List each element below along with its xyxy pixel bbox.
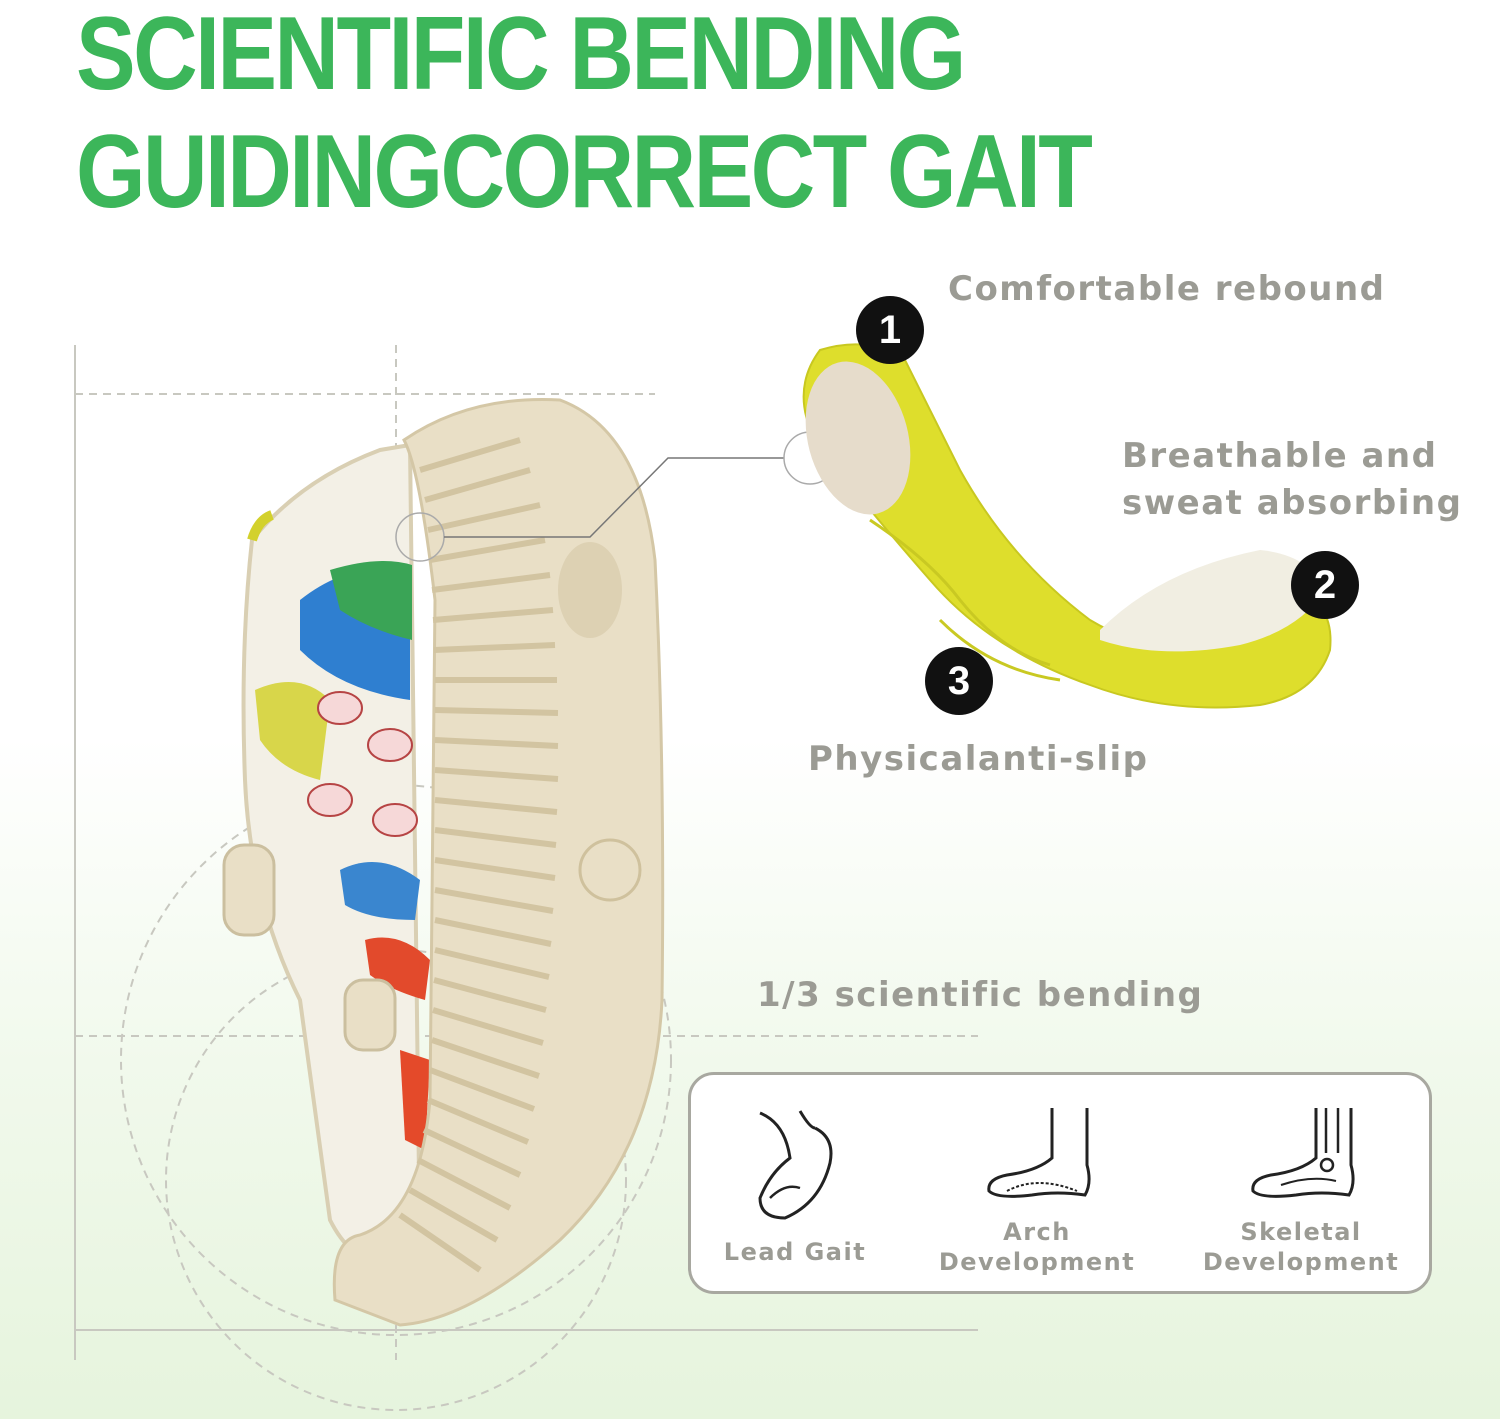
- feature-label-breathable-line-1: Breathable and: [1122, 436, 1438, 476]
- foot-gait-icon: [758, 1110, 833, 1220]
- benefit-label-skeletal-line-1: Skeletal: [1240, 1218, 1362, 1246]
- benefit-label-arch-line-2: Development: [938, 1248, 1136, 1276]
- shoe-sole: [332, 398, 665, 1327]
- benefit-label-lead-gait: Lead Gait: [723, 1238, 867, 1266]
- shoe-upper: [222, 442, 430, 1267]
- feature-label-anti-slip: Physicalanti-slip: [808, 739, 1149, 779]
- feature-label-rebound: Comfortable rebound: [948, 269, 1386, 309]
- foot-skeleton-icon: [1251, 1108, 1355, 1198]
- headline-line-1: SCIENTIFIC BENDING: [76, 0, 966, 112]
- benefits-panel: Lead Gait Arch Development Skeletal Deve…: [688, 1072, 1432, 1294]
- benefit-arch: Arch Development: [917, 1075, 1157, 1291]
- bending-label: 1/3 scientific bending: [757, 975, 1204, 1015]
- feature-badge-1: 1: [856, 296, 924, 364]
- feature-badge-2: 2: [1291, 551, 1359, 619]
- benefit-skeletal: Skeletal Development: [1181, 1075, 1421, 1291]
- insole: [802, 343, 1332, 709]
- benefit-lead-gait: Lead Gait: [675, 1075, 915, 1291]
- foot-arch-icon: [987, 1108, 1091, 1198]
- feature-label-breathable-line-2: sweat absorbing: [1122, 483, 1463, 523]
- headline-line-2: GUIDINGCORRECT GAIT: [76, 114, 1093, 230]
- benefit-label-arch-line-1: Arch: [1003, 1218, 1071, 1246]
- benefit-label-skeletal-line-2: Development: [1202, 1248, 1400, 1276]
- feature-badge-3: 3: [925, 647, 993, 715]
